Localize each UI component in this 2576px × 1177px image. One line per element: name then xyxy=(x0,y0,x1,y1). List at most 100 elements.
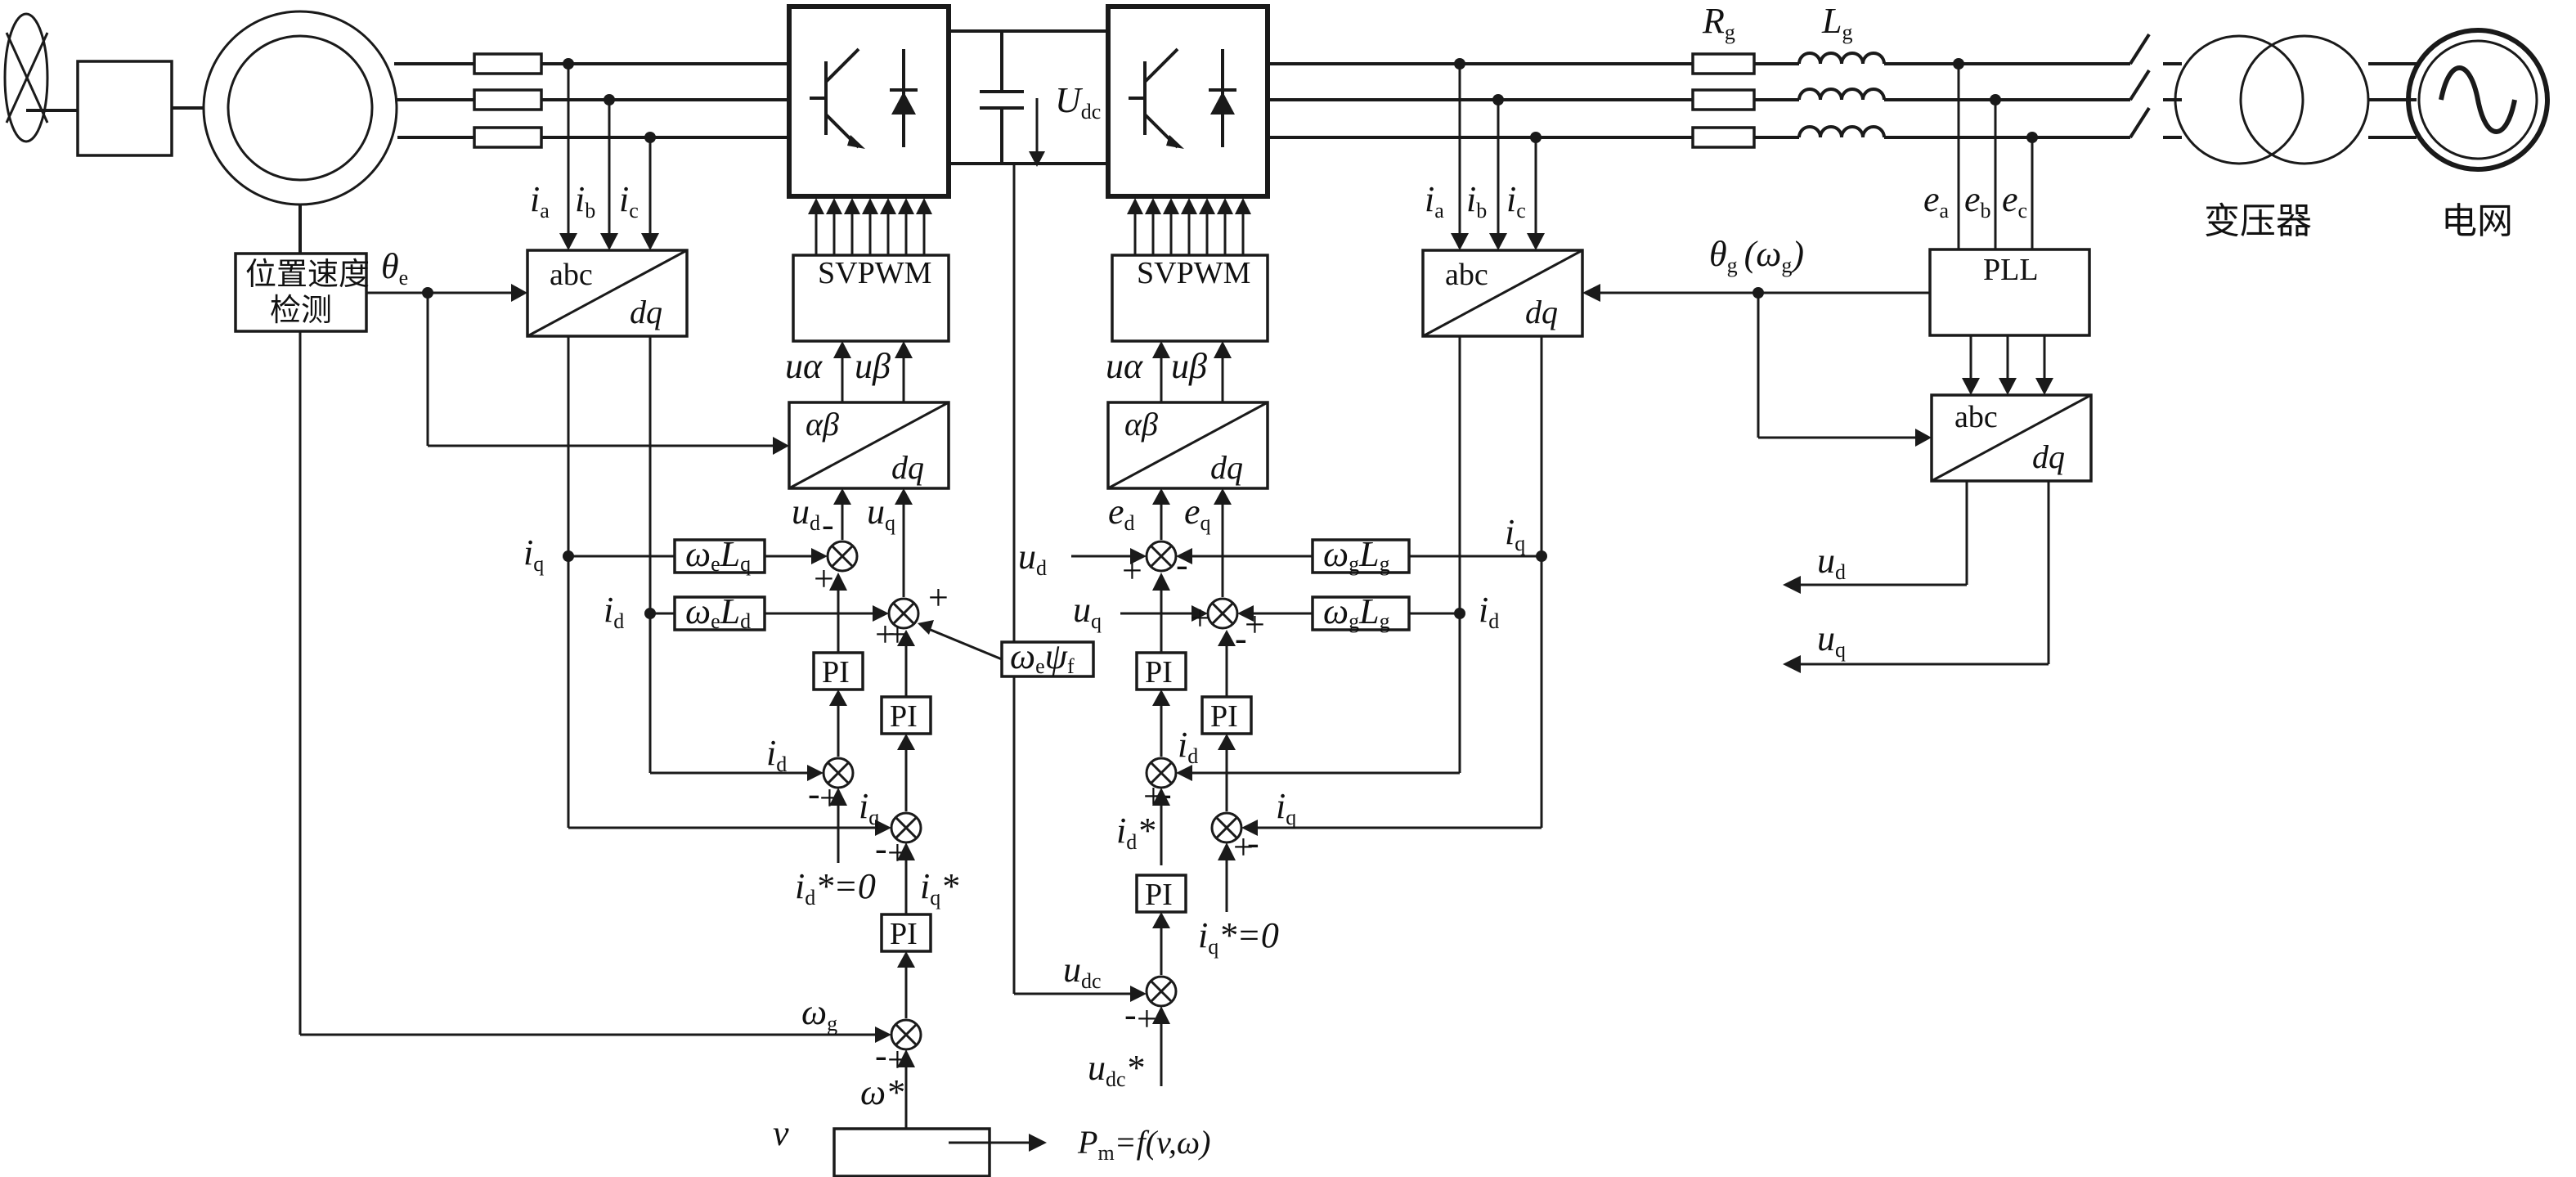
label-iq-fb-machine: iq xyxy=(859,786,879,829)
svg-text:PI: PI xyxy=(1145,655,1173,690)
grid-pi-q-current: PI xyxy=(1200,695,1253,735)
label-ualpha-grid: uα xyxy=(1106,346,1143,386)
dc-link xyxy=(949,29,1108,994)
grid-source-icon xyxy=(2406,28,2550,172)
svg-text:+: + xyxy=(875,614,895,654)
svg-text:PI: PI xyxy=(1210,699,1238,734)
label-id-fb-machine: id xyxy=(766,733,787,776)
grid-alphabeta-dq-block: αβ dq xyxy=(1106,401,1269,490)
label-ubeta-grid: uβ xyxy=(1171,346,1207,386)
generator-icon xyxy=(202,10,398,254)
grid-side-converter xyxy=(1106,4,1270,199)
label-udc: Udc xyxy=(1055,80,1101,124)
grid-svpwm-block: SVPWM xyxy=(1111,254,1269,343)
svg-text:+: + xyxy=(1137,999,1157,1039)
position-speed-detection-block xyxy=(234,252,368,333)
label-v: v xyxy=(773,1113,789,1153)
machine-pi-d-current: PI xyxy=(812,651,864,691)
svg-text:-: - xyxy=(1247,823,1259,863)
svg-text:PI: PI xyxy=(890,699,918,734)
svg-text:dq: dq xyxy=(2032,438,2065,475)
svg-text:dq: dq xyxy=(1525,294,1558,330)
svg-text:abc: abc xyxy=(1954,400,1998,434)
svg-text:dq: dq xyxy=(1210,449,1243,486)
label-ualpha-machine: uα xyxy=(785,346,823,386)
machine-gate-arrows xyxy=(808,198,932,255)
machine-omega-e-lq-block xyxy=(673,538,766,574)
grid-gate-arrows xyxy=(1127,198,1251,255)
grid-inductors xyxy=(1797,52,2130,139)
grid-pi-dc-voltage: PI xyxy=(1135,874,1187,914)
label-ud-grid-out: ud xyxy=(1817,541,1846,584)
label-ia-machine: ia xyxy=(530,179,550,222)
grid-abc-dq-block: abc dq xyxy=(1421,249,1584,338)
grid-sum-eq xyxy=(1206,597,1239,630)
label-rg: Rg xyxy=(1702,1,1735,44)
position-speed-detection-line2: 检测 xyxy=(270,292,332,328)
label-ib-machine: ib xyxy=(575,179,595,222)
svg-text:SVPWM: SVPWM xyxy=(1137,256,1250,290)
label-ia-grid: ia xyxy=(1425,179,1444,222)
label-ib-grid: ib xyxy=(1466,179,1487,222)
svg-text:αβ: αβ xyxy=(1124,406,1158,442)
label-ud-machine: ud xyxy=(792,492,820,535)
transformer-icon xyxy=(2174,34,2417,165)
transformer-label: 变压器 xyxy=(2204,200,2312,242)
label-pm: Pm=f(v,ω) xyxy=(1077,1124,1210,1165)
label-ec: ec xyxy=(2002,179,2027,222)
svg-text:-: - xyxy=(1124,995,1137,1035)
label-eq-grid: eq xyxy=(1184,492,1211,535)
svg-text:PI: PI xyxy=(890,917,918,951)
label-ea: ea xyxy=(1923,179,1950,222)
label-iq-fb-grid: iq xyxy=(1276,786,1296,829)
label-id-fb-grid: id xyxy=(1178,725,1198,768)
machine-current-taps xyxy=(559,58,659,250)
label-omega-ref: ω* xyxy=(860,1072,904,1112)
svg-text:abc: abc xyxy=(1445,258,1488,292)
svg-text:PI: PI xyxy=(822,655,850,690)
grid-voltage-taps xyxy=(1953,58,2038,249)
machine-alphabeta-dq-block: αβ dq xyxy=(788,401,950,490)
mppt-block xyxy=(832,1127,991,1177)
label-ud-grid-ff: ud xyxy=(1018,537,1047,580)
label-eb: eb xyxy=(1964,179,1991,222)
svg-text:αβ: αβ xyxy=(806,406,839,442)
machine-abc-dq-block: abc dq xyxy=(526,249,689,338)
svg-text:+: + xyxy=(1190,598,1210,638)
label-udc-fb: udc xyxy=(1063,950,1102,993)
gearbox-box xyxy=(76,60,173,157)
label-id-machine: id xyxy=(604,590,624,633)
generator-phase-lines xyxy=(394,52,789,149)
svg-text:PI: PI xyxy=(1145,878,1173,912)
svg-text:ωeψf: ωeψf xyxy=(1010,636,1075,678)
svg-text:ωgLg: ωgLg xyxy=(1323,591,1390,633)
svg-text:ωeLd: ωeLd xyxy=(685,591,751,633)
machine-pi-speed: PI xyxy=(880,913,932,953)
grid-sum-ed xyxy=(1145,540,1178,573)
label-uq-grid-ff: uq xyxy=(1073,590,1102,633)
svg-text:ωeLq: ωeLq xyxy=(685,534,751,576)
label-ed-grid: ed xyxy=(1108,492,1135,535)
svg-text:PLL: PLL xyxy=(1983,253,2039,287)
omega-e-psi-f-block xyxy=(1000,640,1095,678)
label-ic-machine: ic xyxy=(619,179,639,222)
label-iq-grid: iq xyxy=(1505,512,1525,555)
svg-text:+: + xyxy=(1122,550,1142,591)
label-iq-ref-machine: iq* xyxy=(920,866,958,910)
grid-current-taps xyxy=(1451,58,1545,250)
label-omega-g-feedback: ωg xyxy=(801,992,837,1035)
label-iq-ref-grid: iq*=0 xyxy=(1198,915,1279,959)
svg-text:ωgLg: ωgLg xyxy=(1323,534,1390,576)
svg-text:dq: dq xyxy=(891,449,924,486)
svg-text:-: - xyxy=(1235,618,1247,658)
position-speed-detection-line1: 位置速度 xyxy=(245,256,370,292)
label-theta-g: θg(ωg) xyxy=(1709,234,1804,277)
svg-text:+: + xyxy=(1233,827,1254,867)
svg-text:-: - xyxy=(875,1035,887,1076)
label-id-grid: id xyxy=(1479,590,1499,633)
machine-side-converter xyxy=(787,4,951,199)
svg-text:-: - xyxy=(808,774,820,814)
svg-text:+: + xyxy=(814,559,834,599)
label-lg: Lg xyxy=(1821,1,1852,44)
